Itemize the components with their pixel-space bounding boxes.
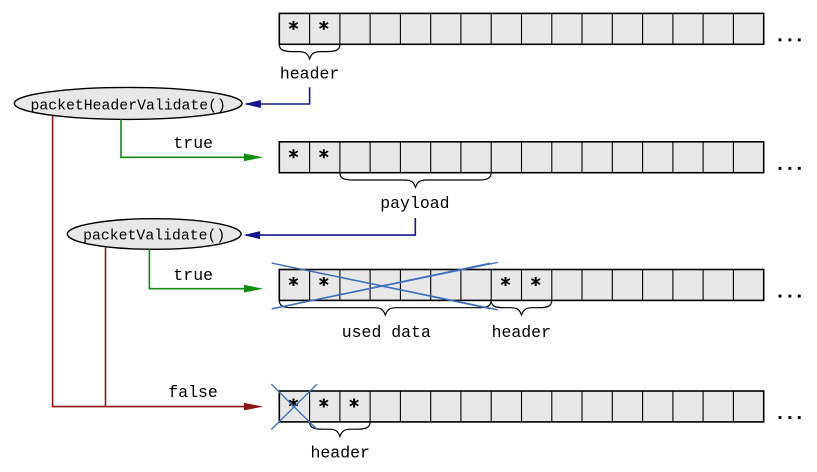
svg-text:packetHeaderValidate(): packetHeaderValidate() <box>31 98 226 114</box>
svg-text:true: true <box>173 134 213 153</box>
svg-text:header: header <box>280 64 339 83</box>
svg-text:payload: payload <box>380 194 449 213</box>
svg-text:header: header <box>310 444 369 463</box>
svg-text:false: false <box>168 383 218 402</box>
svg-text:packetValidate(): packetValidate() <box>83 229 225 245</box>
svg-text:used data: used data <box>342 323 431 342</box>
svg-text:header: header <box>492 323 551 342</box>
svg-text:true: true <box>173 266 213 285</box>
